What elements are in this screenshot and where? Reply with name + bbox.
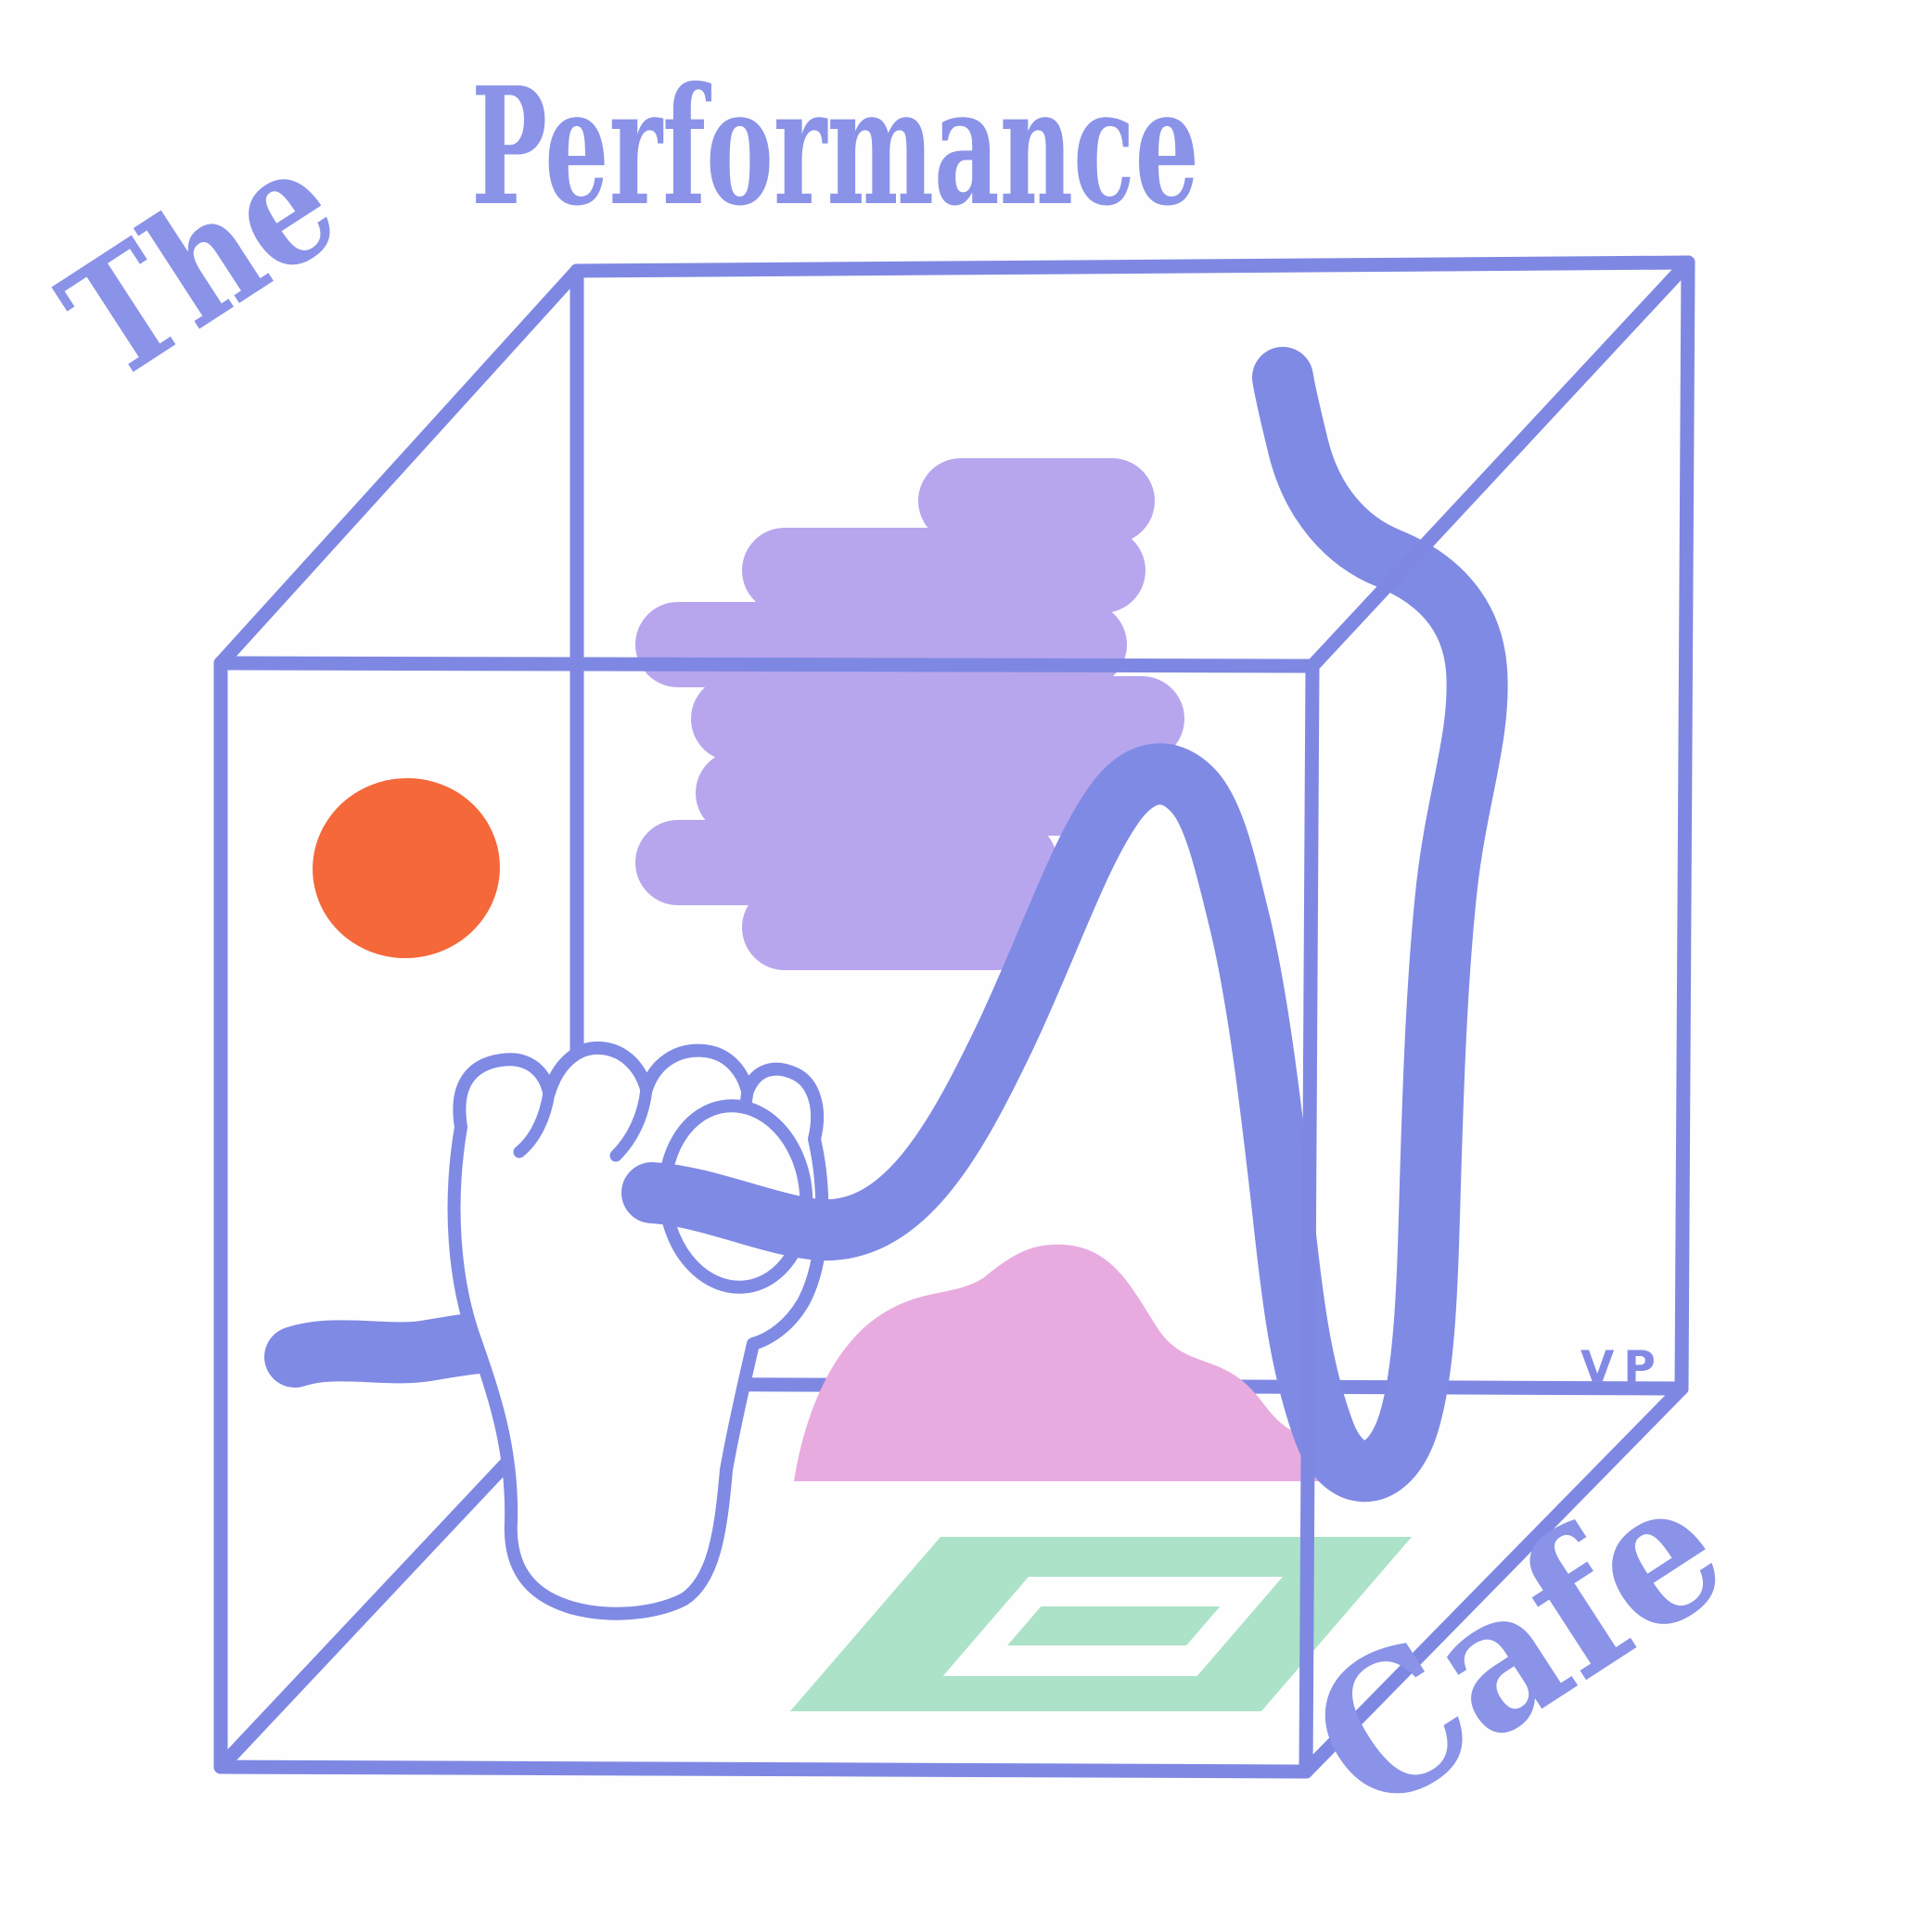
cube-edge-front-top [213, 656, 1320, 673]
rug-center-bar [1007, 1606, 1221, 1645]
gripping-hand [447, 1041, 829, 1620]
cube-edge-front-bottom [213, 1759, 1313, 1779]
title-performance: Performance [471, 53, 1199, 242]
cube-edge-back-top [569, 255, 1695, 278]
rope-stub [264, 1312, 510, 1388]
finger-crease-2 [609, 1082, 653, 1162]
finger-crease-1 [513, 1086, 556, 1158]
cube-edge-diagonal-top-right [1305, 255, 1695, 673]
scribble-cloud [635, 458, 1184, 970]
spiral-rug [789, 1537, 1412, 1711]
cube-edge-diagonal-top-left [213, 263, 584, 671]
cube-front-edges [213, 255, 1695, 1779]
cube-edge-back-right [1674, 255, 1695, 1396]
rug-outer-ring [789, 1537, 1412, 1711]
artist-signature: VP [1580, 1342, 1665, 1393]
title-the: The [32, 109, 367, 416]
cube-edge-front-right [1299, 659, 1320, 1779]
pink-mound [794, 1244, 1360, 1481]
cube-edge-diagonal-bottom-right [1299, 1381, 1689, 1779]
sun-circle [313, 777, 500, 959]
